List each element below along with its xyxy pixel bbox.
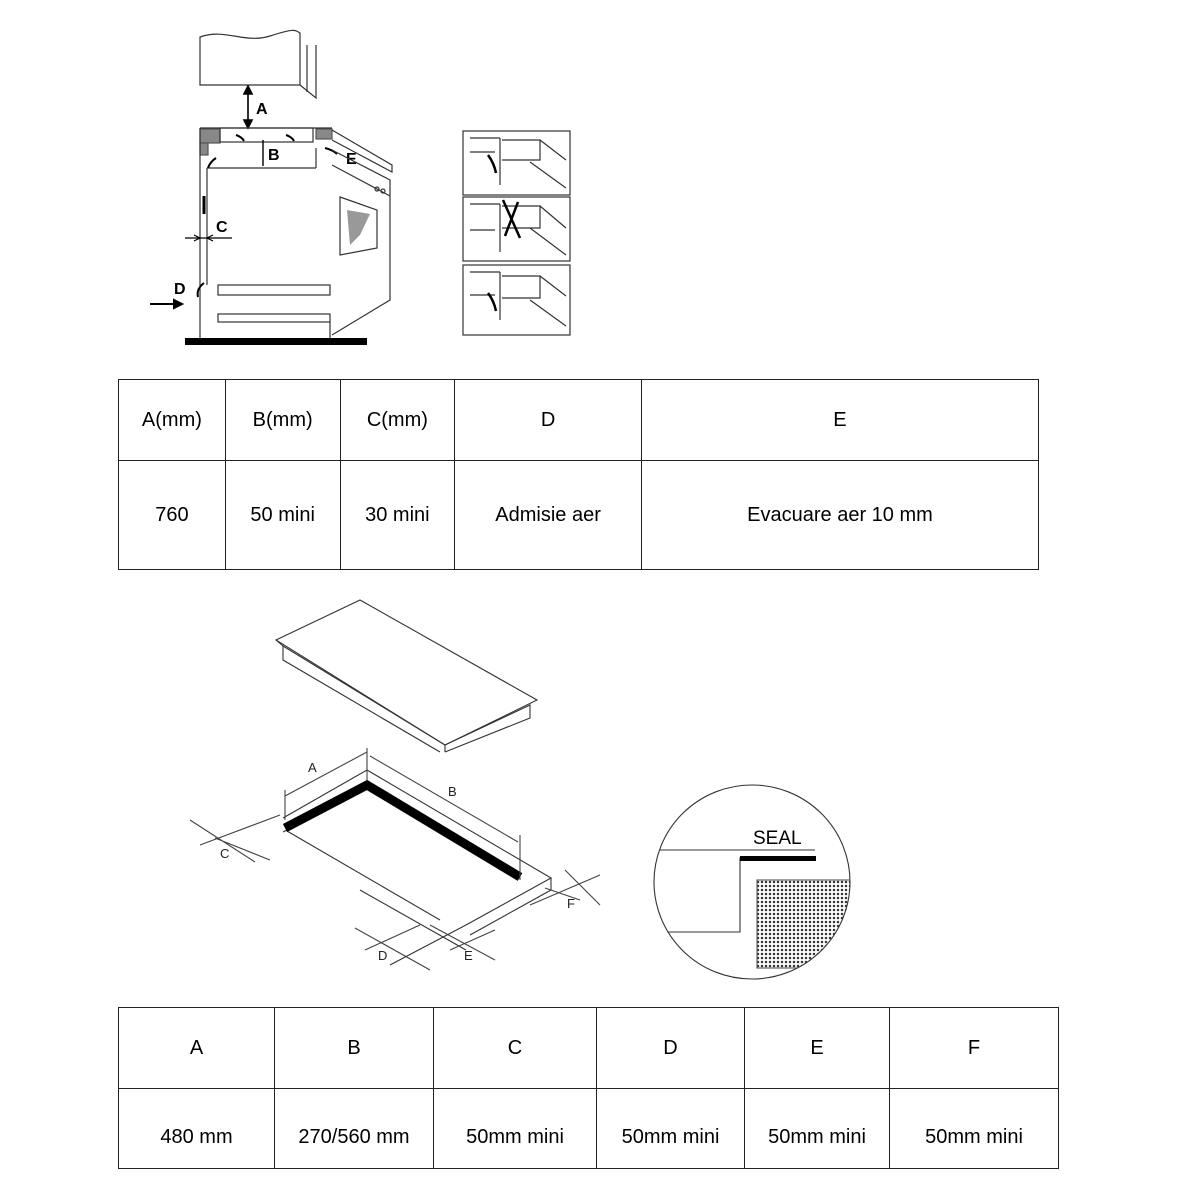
dimension-lines [189,748,601,971]
header-c: C [433,1007,597,1089]
value-d: Admisie aer [454,460,642,570]
cutout-label-b: B [448,784,457,799]
header-f: F [889,1007,1059,1089]
value-f: 50mm mini [889,1088,1059,1169]
value-b: 270/560 mm [274,1088,434,1169]
installation-detail-panels [462,130,571,336]
floor-bar [185,338,367,345]
oven [331,129,393,336]
air-intake-arrow [150,282,205,310]
detail-correct-1 [462,130,571,196]
value-c: 30 mini [339,460,456,570]
countertop-with-hob [199,127,338,340]
header-d: D [454,379,642,461]
dimension-c-arrow [185,196,232,242]
label-c: C [216,219,228,236]
cutout-label-d: D [378,948,387,963]
value-a: 480 mm [118,1088,275,1169]
cutout-label-e: E [464,948,473,963]
label-b: B [268,147,280,164]
seal-detail: SEAL [653,784,851,980]
detail-correct-2 [462,264,571,336]
header-c: C(mm) [339,379,456,461]
value-e: Evacuare aer 10 mm [640,460,1040,570]
value-a: 760 [118,460,226,570]
wall-cabinet [199,29,317,100]
value-e: 50mm mini [744,1088,890,1169]
cutout-label-f: F [567,896,575,911]
cutout-label-c: C [220,846,229,861]
seal-strip [740,856,816,861]
header-e: E [744,1007,890,1089]
header-a: A [118,1007,275,1089]
header-e: E [640,379,1040,461]
ventilation-clearance-table: A(mm) B(mm) C(mm) D E 760 50 mini 30 min… [118,379,1040,570]
value-c: 50mm mini [433,1088,597,1169]
detail-incorrect [462,196,571,262]
label-a: A [256,101,268,118]
value-b: 50 mini [224,460,341,570]
label-d: D [174,281,186,298]
header-b: B [274,1007,434,1089]
value-d: 50mm mini [596,1088,745,1169]
ventilation-diagram: A B E C D [150,29,571,345]
header-d: D [596,1007,745,1089]
cutout-dimension-table: A B C D E F 480 mm 270/560 mm 50mm mini … [118,1007,1059,1169]
dimension-a-arrow [242,84,254,130]
cutout-label-a: A [308,760,317,775]
hob-plate [274,599,539,753]
header-b: B(mm) [224,379,341,461]
seal-label: SEAL [753,828,802,849]
cutout-diagram: A B C D E F SEAL [189,599,851,980]
cutout-outline [282,769,553,966]
